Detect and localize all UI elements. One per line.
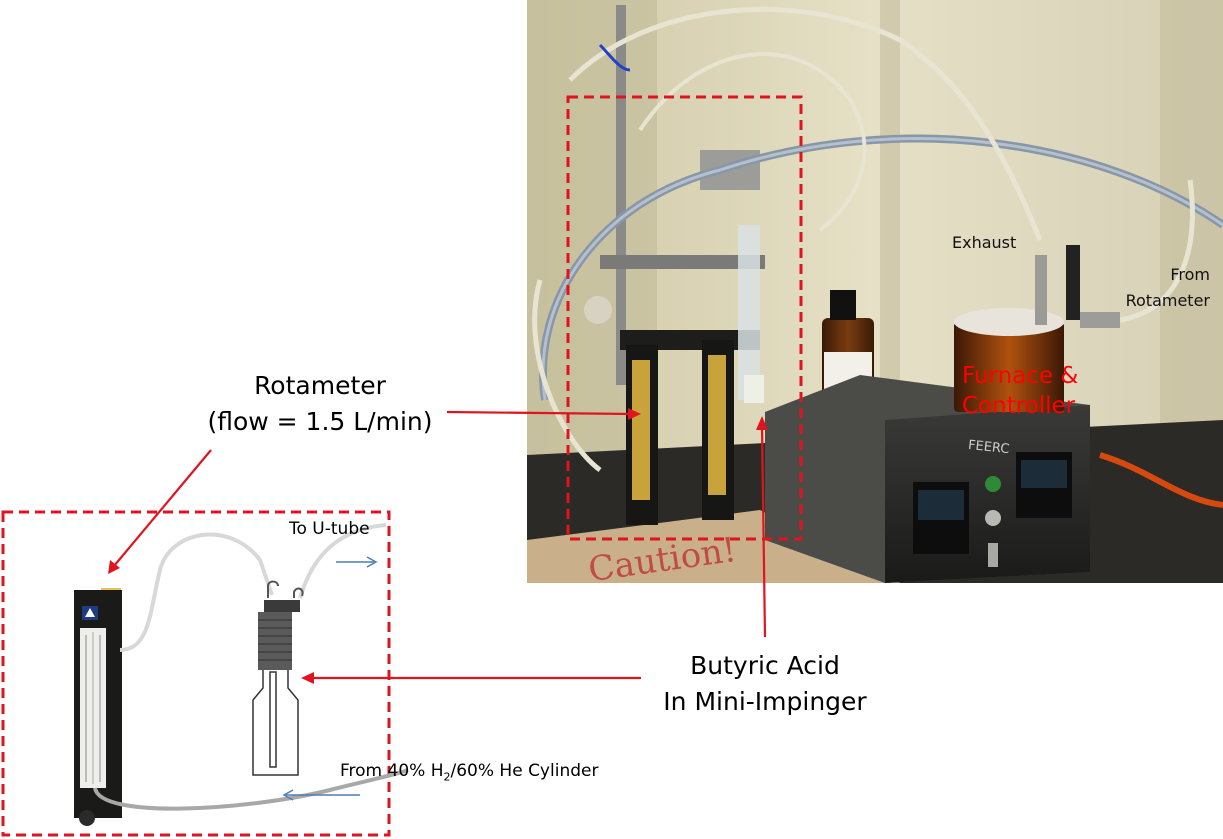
exhaust-label: Exhaust <box>952 233 1017 252</box>
controller-tag: FEERC <box>967 437 1011 458</box>
rotameter-callout: Rotameter (flow = 1.5 L/min) <box>190 368 450 440</box>
from-cylinder-post: /60% He Cylinder <box>450 761 599 781</box>
furnace-line2: Controller <box>962 393 1076 419</box>
rotameter-flow: (flow = 1.5 L/min) <box>207 407 433 436</box>
from-rotameter-label: From Rotameter <box>1118 262 1210 314</box>
from-cylinder-sub: 2 <box>443 770 451 784</box>
butyric-line1: Butyric Acid <box>690 651 840 680</box>
caution-sign-text: Caution! <box>585 529 739 591</box>
from-cylinder-pre: From 40% H <box>340 761 444 781</box>
furnace-line1: Furnace & <box>962 363 1079 389</box>
to-utube-label: To U-tube <box>289 519 370 539</box>
furnace-controller-label: Furnace & Controller <box>962 361 1078 421</box>
from-rotameter-line1: From <box>1170 265 1210 284</box>
butyric-acid-callout: Butyric Acid In Mini-Impinger <box>640 648 890 720</box>
rotameter-title: Rotameter <box>254 371 386 400</box>
from-cylinder-label: From 40% H2/60% He Cylinder <box>340 761 598 783</box>
butyric-line2: In Mini-Impinger <box>663 687 867 716</box>
from-rotameter-line2: Rotameter <box>1125 291 1210 310</box>
